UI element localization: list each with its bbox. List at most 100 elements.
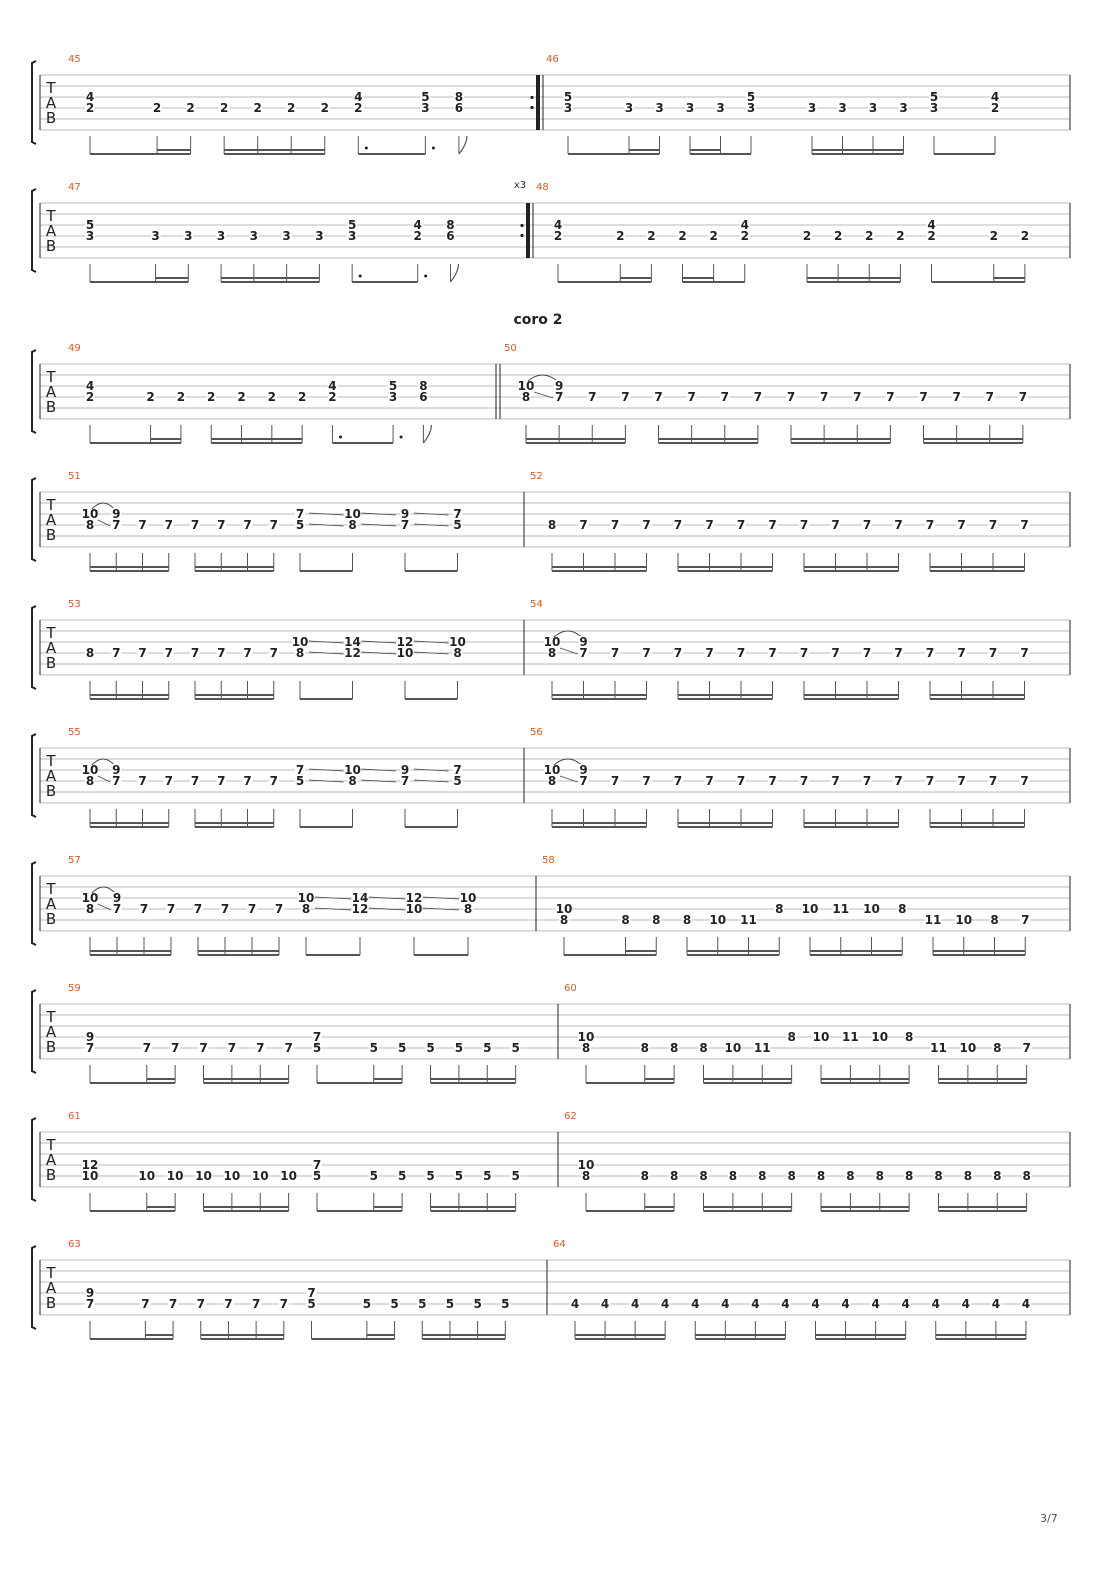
fret-background — [799, 519, 809, 531]
fret-number: 8 — [905, 1030, 913, 1044]
fret-number: 8 — [296, 646, 304, 660]
fret-number: 7 — [165, 646, 173, 660]
fret-background — [314, 230, 325, 242]
fret-background — [757, 1170, 768, 1182]
fret-background — [141, 1042, 152, 1054]
fret-number: 7 — [138, 518, 146, 532]
measure-number: 57 — [68, 855, 81, 866]
slide-line — [308, 768, 344, 772]
tab-clef-letter: T — [45, 1136, 56, 1154]
fret-background — [453, 91, 464, 103]
fret-background — [990, 91, 1000, 103]
fret-number: 5 — [389, 379, 397, 393]
fret-background — [810, 1298, 821, 1310]
fret-number: 9 — [112, 763, 120, 777]
fret-number: 8 — [348, 518, 356, 532]
fret-background — [152, 102, 163, 114]
fret-background — [226, 1042, 237, 1054]
fret-number: 4 — [601, 1297, 609, 1311]
fret-background — [553, 219, 563, 231]
fret-background — [709, 914, 726, 926]
fret-number: 7 — [252, 1297, 260, 1311]
fret-number: 2 — [990, 229, 998, 243]
fret-number: 2 — [287, 101, 295, 115]
fret-background — [453, 1170, 464, 1182]
fret-background — [988, 230, 999, 242]
fret-background — [453, 1042, 464, 1054]
fret-number: 7 — [611, 646, 619, 660]
fret-number: 4 — [811, 1297, 819, 1311]
fret-background — [746, 102, 756, 114]
slide-line — [422, 907, 460, 911]
fret-background — [673, 519, 683, 531]
fret-number: 7 — [248, 902, 256, 916]
fret-number: 10 — [82, 891, 99, 905]
fret-number: 8 — [641, 1169, 649, 1183]
fret-background — [799, 647, 809, 659]
fret-number: 2 — [991, 101, 999, 115]
fret-number: 10 — [82, 1169, 99, 1183]
fret-background — [874, 1170, 885, 1182]
system-bracket — [31, 1117, 37, 1202]
hammer-on-arc — [91, 758, 115, 766]
slide-line — [308, 523, 344, 527]
system-bracket — [31, 605, 37, 690]
fret-background — [283, 1042, 294, 1054]
fret-background — [563, 102, 573, 114]
fret-number: 7 — [611, 774, 619, 788]
fret-background — [274, 903, 284, 915]
fret-number: 8 — [302, 902, 310, 916]
system-bracket — [31, 733, 37, 818]
fret-number: 2 — [741, 229, 749, 243]
fret-number: 5 — [511, 1169, 519, 1183]
fret-number: 7 — [453, 507, 461, 521]
fret-number: 4 — [781, 1297, 789, 1311]
fret-background — [251, 1298, 262, 1310]
fret-number: 5 — [455, 1041, 463, 1055]
fret-number: 10 — [802, 902, 819, 916]
slide-line — [308, 640, 344, 644]
fret-number: 4 — [902, 1297, 910, 1311]
fret-number: 7 — [1019, 390, 1027, 404]
fret-background — [444, 1298, 455, 1310]
fret-number: 12 — [344, 646, 361, 660]
fret-background — [1017, 391, 1028, 403]
fret-number: 5 — [483, 1041, 491, 1055]
fret-background — [620, 914, 631, 926]
fret-number: 2 — [803, 229, 811, 243]
fret-number: 5 — [511, 1041, 519, 1055]
fret-background — [581, 1170, 591, 1182]
fret-number: 5 — [313, 1041, 321, 1055]
fret-background — [111, 764, 122, 776]
fret-number: 7 — [989, 774, 997, 788]
fret-background — [832, 903, 849, 915]
fret-number: 7 — [674, 518, 682, 532]
measure-number: 52 — [530, 471, 543, 482]
tab-clef-letter: A — [46, 1279, 57, 1297]
fret-background — [85, 391, 95, 403]
fret-number: 7 — [401, 774, 409, 788]
fret-number: 3 — [86, 229, 94, 243]
fret-background — [352, 892, 368, 904]
fret-number: 3 — [282, 229, 290, 243]
fret-number: 7 — [112, 646, 120, 660]
fret-number: 8 — [934, 1169, 942, 1183]
fret-number: 10 — [578, 1158, 595, 1172]
fret-number: 7 — [112, 518, 120, 532]
fret-background — [445, 230, 456, 242]
fret-background — [163, 775, 174, 787]
fret-number: 9 — [401, 507, 409, 521]
fret-number: 4 — [741, 218, 749, 232]
rhythm-dot — [424, 274, 428, 278]
fret-background — [312, 1031, 322, 1043]
fret-background — [281, 230, 292, 242]
fret-background — [452, 775, 463, 787]
fret-background — [166, 903, 176, 915]
fret-background — [306, 1298, 317, 1310]
fret-background — [185, 102, 196, 114]
fret-background — [988, 519, 998, 531]
fret-background — [830, 519, 841, 531]
fret-background — [956, 647, 967, 659]
